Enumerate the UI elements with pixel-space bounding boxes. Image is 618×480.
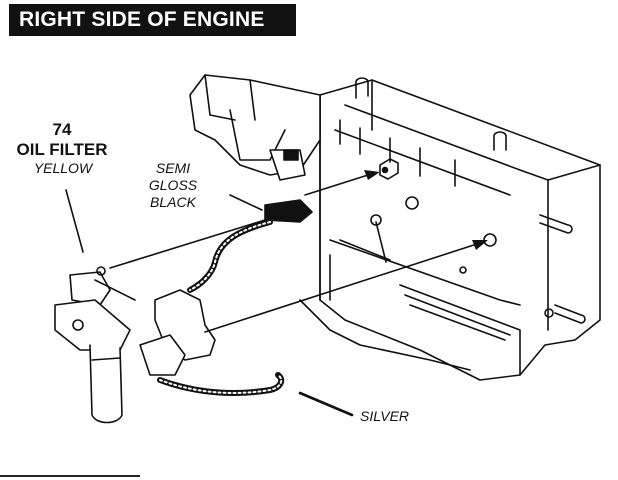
intake-manifold (189, 74, 321, 181)
page-title: RIGHT SIDE OF ENGINE (9, 4, 296, 36)
semi-gloss-black-callout: SEMI GLOSS BLACK (133, 160, 213, 211)
part-number: 74 (52, 120, 72, 139)
part-name: OIL FILTER (16, 140, 108, 159)
engine-block (299, 77, 601, 381)
callout-line-1: SEMI (155, 160, 191, 176)
part-color-label: YELLOW (33, 160, 93, 176)
wiring-harness (139, 199, 313, 396)
silver-callout: SILVER (360, 408, 410, 424)
leader-lines (65, 174, 481, 417)
callout-line-3: BLACK (150, 194, 196, 210)
oil-filter-assembly (54, 266, 136, 424)
callout-line-2: GLOSS (148, 177, 198, 193)
footer-rule (0, 475, 140, 477)
